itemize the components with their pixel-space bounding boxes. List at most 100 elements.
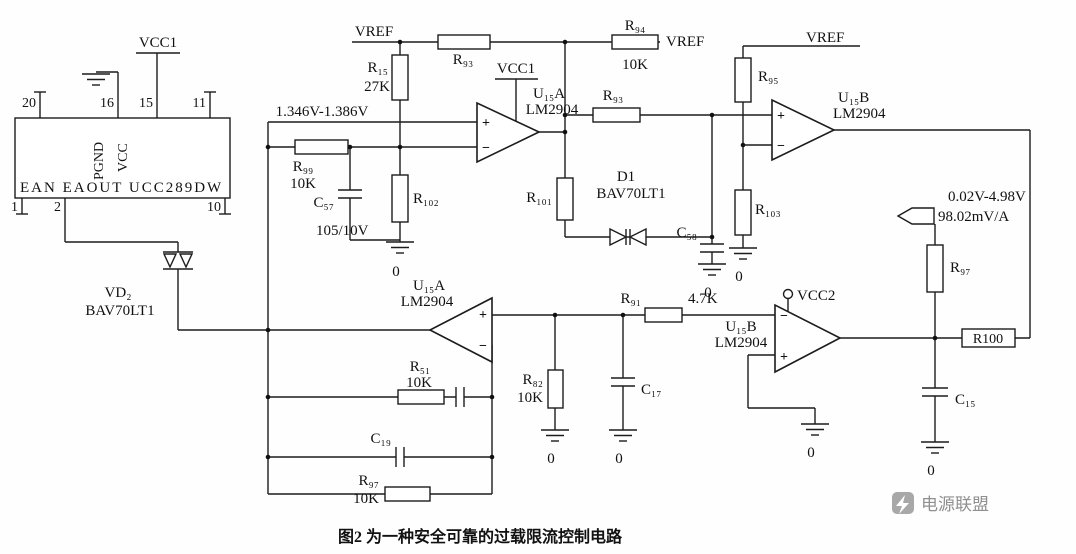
ground-icon	[609, 429, 637, 442]
ground-zero-label: 0	[735, 269, 743, 285]
ground-icon	[386, 241, 414, 254]
minus-input-sign: −	[482, 141, 490, 156]
resistor-r51	[397, 389, 445, 405]
probe-tag-icon	[896, 207, 935, 225]
ground-zero-label: 0	[807, 445, 815, 461]
opamp-u15a-1: + − VCC1 U₁₅A LM2904	[476, 61, 579, 164]
ic-pin-20: 20	[22, 96, 36, 111]
ic-pin-1: 1	[11, 200, 18, 215]
ic-pgnd-label: PGND	[92, 142, 107, 180]
r100-ref: R100	[973, 332, 1003, 347]
opamp-triangle-icon	[771, 98, 836, 162]
ic-pin-2: 2	[54, 200, 61, 215]
r97-fb-ref: R₉₇	[359, 473, 379, 489]
ic-ucc289dw: 20 16 15 11 1 2 10 PGND VCC EAN EAOUT UC…	[11, 96, 231, 215]
c58-ref: C₅₈	[677, 225, 697, 241]
vcc2-label: VCC2	[797, 288, 835, 304]
c19-ref: C₁₉	[371, 431, 391, 447]
resistor-r101	[556, 177, 574, 221]
opamp-triangle-icon	[476, 101, 541, 164]
ground-zero-label: 0	[704, 285, 712, 301]
plus-input-sign: +	[482, 116, 490, 131]
u15b1-ref: U₁₅B	[838, 90, 869, 106]
plus-input-sign: +	[479, 308, 487, 323]
vref-label-1: VREF	[355, 24, 393, 40]
c57-value: 105/10V	[316, 223, 369, 239]
diode-icon	[609, 227, 628, 247]
d1-part: BAV70LT1	[596, 186, 665, 202]
diode-icon	[178, 253, 194, 269]
r94-value: 10K	[622, 57, 648, 73]
resistor-r100	[961, 328, 1016, 348]
u15a2-ref: U₁₅A	[413, 278, 445, 294]
ic-pin-15: 15	[139, 96, 153, 111]
sense-gain-label: 98.02mV/A	[938, 209, 1009, 225]
resistor-r102	[391, 174, 409, 223]
ground-zero-label: 0	[615, 451, 623, 467]
vd2-part: BAV70LT1	[85, 303, 154, 319]
vd2-ref: VD₂	[105, 285, 132, 301]
ic-pin-16: 16	[100, 96, 114, 111]
r97-fb-value: 10K	[353, 491, 379, 507]
resistor-r15	[391, 54, 409, 101]
output-voltage-range: 0.02V-4.98V	[948, 189, 1026, 205]
r97-sense-ref: R₉₇	[950, 260, 970, 276]
u15a2-part: LM2904	[401, 294, 454, 310]
diode-icon	[162, 253, 178, 269]
ic-bottom-label: EAN EAOUT UCC289DW	[20, 180, 223, 196]
resistor-r95	[734, 57, 752, 103]
watermark-text: 电源联盟	[921, 495, 989, 514]
r95-ref: R₉₅	[758, 69, 778, 85]
resistor-r91	[644, 307, 683, 323]
ground-icon	[82, 73, 110, 86]
plus-input-sign: +	[777, 109, 785, 124]
opamp-triangle-icon	[428, 296, 493, 364]
resistor-r103	[734, 189, 752, 236]
r99-ref: R₉₉	[293, 159, 313, 175]
r93b-ref: R₉₃	[603, 88, 623, 104]
component-labels: VREF VREF VREF R₁₅ 27K R₉₃ R₉₄ 10K R₉₅ 1…	[276, 18, 1026, 507]
ic-pin-11: 11	[193, 96, 206, 111]
resistor-r94	[611, 34, 659, 50]
junction-dots	[265, 39, 938, 460]
ground-icon	[698, 263, 726, 276]
r102-ref: R₁₀₂	[413, 191, 439, 207]
minus-input-sign: −	[780, 309, 788, 324]
r91-value: 4.7K	[688, 291, 718, 307]
resistor-r97-fb	[384, 486, 431, 502]
opamp-u15b-1: + − U₁₅B LM2904	[771, 90, 886, 162]
resistor-bodies	[294, 34, 1016, 502]
r82-ref: R₈₂	[523, 372, 543, 388]
r15-ref: R₁₅	[368, 60, 388, 76]
minus-input-sign: −	[479, 339, 487, 354]
ground-symbols: 0 0 0 0 0 0 0	[82, 73, 949, 479]
r51-value: 10K	[406, 375, 432, 391]
c17-ref: C₁₇	[641, 382, 661, 398]
d1-ref: D1	[617, 169, 635, 185]
r103-ref: R₁₀₃	[755, 202, 781, 218]
opamp-u15b-2: − + VCC2 U₁₅B LM2904	[715, 288, 842, 374]
opamp-triangle-icon	[774, 303, 842, 374]
u15b2-part: LM2904	[715, 335, 768, 351]
r93a-ref: R₉₃	[453, 52, 473, 68]
ground-zero-label: 0	[927, 463, 935, 479]
c57-ref: C₅₇	[314, 195, 334, 211]
vref-label-3: VREF	[806, 30, 844, 46]
ground-zero-label: 0	[392, 264, 400, 280]
input-voltage-range: 1.346V-1.386V	[276, 104, 369, 120]
ground-zero-label: 0	[547, 451, 555, 467]
opamp-u15a-2: + − U₁₅A LM2904	[401, 278, 493, 364]
figure-caption: 图2 为一种安全可靠的过载限流控制电路	[338, 527, 623, 546]
watermark: 电源联盟	[892, 492, 989, 514]
u15a1-part: LM2904	[526, 102, 579, 118]
r51-ref: R₅₁	[410, 359, 430, 375]
resistor-r93a	[437, 34, 491, 50]
plus-input-sign: +	[780, 350, 788, 365]
ground-icon	[729, 247, 757, 260]
diode-icon	[628, 227, 647, 247]
resistor-r93b	[592, 107, 641, 123]
r91-ref: R₉₁	[621, 291, 641, 307]
ground-icon	[921, 441, 949, 454]
